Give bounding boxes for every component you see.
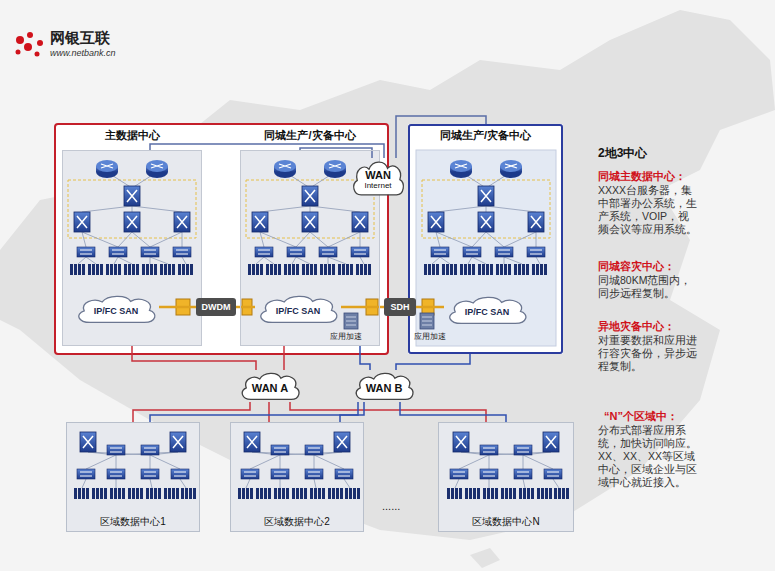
connector bbox=[150, 144, 384, 158]
side-heading: 同城主数据中心： bbox=[598, 169, 686, 184]
side-body: XXXX台服务器，集中部署办公系统，生产系统，VOIP，视频会议等应用系统。 bbox=[598, 184, 698, 236]
node-label: 同城生产/灾备中心 bbox=[229, 129, 391, 142]
connector bbox=[341, 306, 384, 309]
node-label: WAN B bbox=[366, 382, 403, 394]
side-heading: 同城容灾中心： bbox=[598, 259, 675, 274]
side-heading: “N”个区域中： bbox=[604, 409, 678, 424]
node-label: 区域数据中心N bbox=[472, 516, 539, 528]
cloud-outline bbox=[354, 162, 404, 195]
side-body: 同城80KM范围内，同步远程复制。 bbox=[598, 274, 698, 300]
side-body: 分布式部署应用系统，加快访问响应。XX、XX、XX等区域中心，区域企业与区域中心… bbox=[598, 424, 698, 489]
connector bbox=[290, 402, 486, 422]
ellipsis-label: ...... bbox=[382, 500, 400, 512]
san-cloud: IP/FC SAN bbox=[255, 293, 341, 325]
cloud-outline bbox=[356, 373, 413, 399]
dwdm-badge: DWDM bbox=[196, 298, 236, 316]
wan-cloud: WAN A bbox=[238, 370, 302, 402]
device-label: 应用加速 bbox=[414, 331, 446, 342]
regional-center-box: 区域数据中心N bbox=[438, 422, 574, 532]
node-label: SDH bbox=[390, 302, 409, 312]
connector bbox=[340, 402, 358, 422]
cloud-outline bbox=[450, 297, 526, 323]
connector bbox=[159, 306, 196, 309]
connector bbox=[416, 306, 444, 309]
san-cloud: IP/FC SAN bbox=[73, 293, 159, 325]
regional-center-box: 区域数据中心1 bbox=[66, 422, 200, 532]
internet-cloud: WANInternet bbox=[350, 158, 406, 198]
logo-url: www.netbank.cn bbox=[50, 48, 116, 58]
node-label: Internet bbox=[364, 181, 391, 190]
side-title: 2地3中心 bbox=[598, 145, 647, 162]
side-body: 对重要数据和应用进行容灾备份，异步远程复制。 bbox=[598, 334, 698, 373]
san-cloud: IP/FC SAN bbox=[444, 294, 530, 326]
connector bbox=[150, 402, 364, 422]
connector bbox=[268, 402, 270, 422]
remote-center-box: 同城生产/灾备中心 IP/FC SAN bbox=[408, 124, 563, 354]
node-label: IP/FC SAN bbox=[276, 306, 321, 316]
connector bbox=[132, 346, 256, 370]
device-label: 应用加速 bbox=[330, 331, 362, 342]
cloud-outline bbox=[79, 296, 155, 322]
data-center-panel: 主数据中心IP/FC SAN bbox=[62, 150, 202, 346]
connector bbox=[400, 402, 506, 422]
node-label: IP/FC SAN bbox=[465, 307, 510, 317]
sdh-badge: SDH bbox=[384, 298, 416, 316]
node-label: 区域数据中心2 bbox=[264, 516, 330, 528]
regional-center-box: 区域数据中心2 bbox=[230, 422, 364, 532]
cloud-outline bbox=[242, 373, 299, 399]
wan-cloud: WAN B bbox=[352, 370, 416, 402]
node-label: IP/FC SAN bbox=[94, 306, 139, 316]
node-label: DWDM bbox=[202, 302, 231, 312]
node-label: 主数据中心 bbox=[51, 129, 213, 142]
node-label: 同城生产/灾备中心 bbox=[410, 129, 561, 142]
side-heading: 异地灾备中心： bbox=[598, 319, 675, 334]
cloud-outline bbox=[261, 296, 337, 322]
node-label: 区域数据中心1 bbox=[100, 516, 166, 528]
node-label: WAN A bbox=[252, 382, 288, 394]
connector bbox=[360, 346, 370, 370]
connector bbox=[283, 346, 285, 370]
node-label: WAN bbox=[365, 170, 391, 181]
logo-text: 网银互联 bbox=[50, 29, 110, 48]
connector bbox=[396, 354, 470, 370]
connector bbox=[236, 306, 255, 309]
